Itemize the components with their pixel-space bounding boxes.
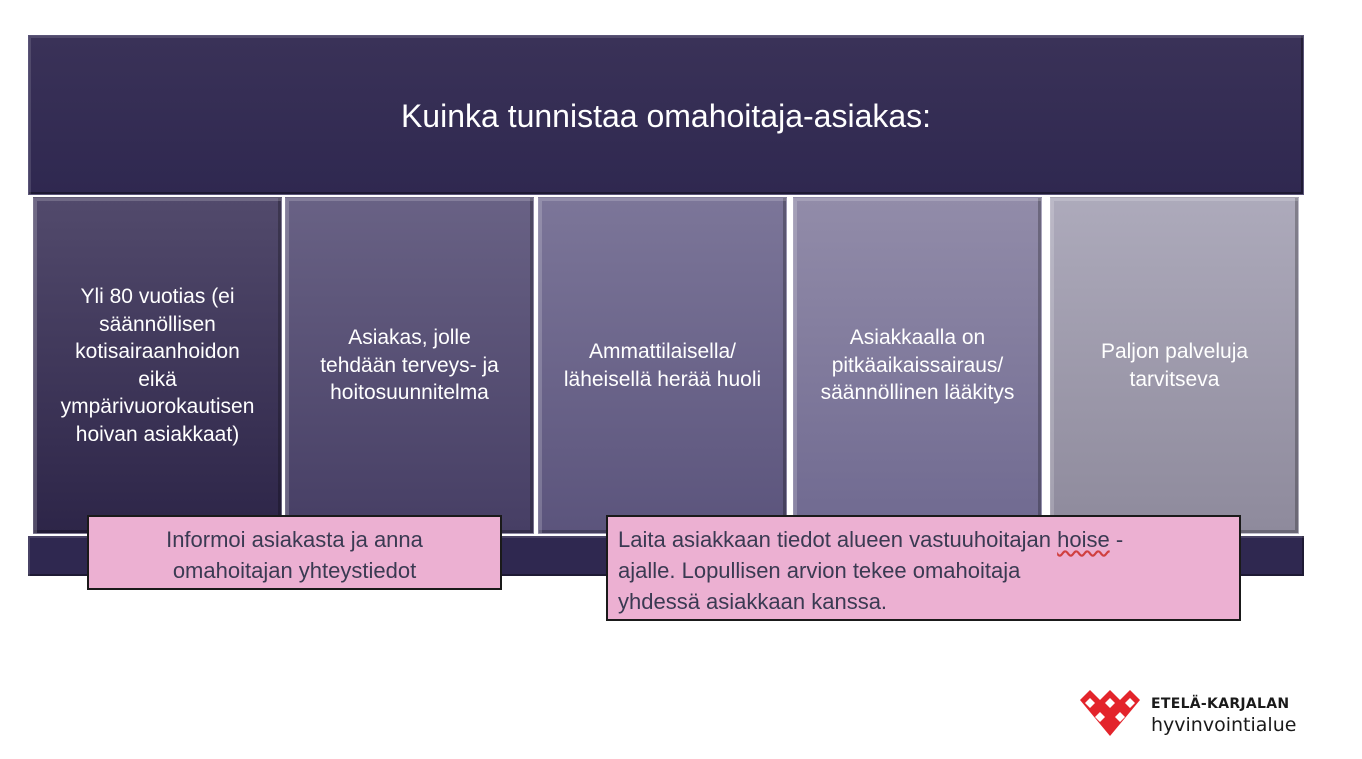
criterion-label-age: Yli 80 vuotias (ei säännöllisen kotisair… [60, 285, 255, 446]
criterion-label-many-services: Paljon palveluja tarvitseva [1100, 340, 1249, 391]
logo-text-region: ETELÄ-KARJALAN [1151, 696, 1290, 712]
diagram-title: Kuinka tunnistaa omahoitaja-asiakas: [400, 98, 932, 134]
callout-register-text-1: Laita asiakkaan tiedot alueen vastuuhoit… [618, 527, 1058, 552]
criterion-label-care-plan: Asiakas, jolle tehdään terveys- ja hoito… [320, 326, 499, 405]
criterion-box-care-plan: Asiakas, jolle tehdään terveys- ja hoito… [285, 197, 534, 534]
organization-logo: ETELÄ-KARJALAN hyvinvointialue [1078, 690, 1297, 740]
callout-inform-client: Informoi asiakasta ja anna omahoitajan y… [87, 515, 502, 590]
header-bar: Kuinka tunnistaa omahoitaja-asiakas: [28, 35, 1304, 195]
criterion-box-concern: Ammattilaisella/ läheisellä herää huoli [538, 197, 787, 534]
callout-register-marked-word: hoise [1057, 527, 1110, 552]
criterion-box-age: Yli 80 vuotias (ei säännöllisen kotisair… [33, 197, 282, 534]
logo-mark-icon [1080, 690, 1140, 736]
callout-register-text-2: - ajalle. Lopullisen arvion tekee omahoi… [618, 527, 1124, 614]
criterion-box-chronic-illness: Asiakkaalla on pitkäaikaissairaus/ säänn… [793, 197, 1042, 534]
callout-register-client: Laita asiakkaan tiedot alueen vastuuhoit… [606, 515, 1241, 621]
logo-text-welfare: hyvinvointialue [1151, 714, 1297, 736]
criterion-box-many-services: Paljon palveluja tarvitseva [1050, 197, 1299, 534]
criterion-label-chronic-illness: Asiakkaalla on pitkäaikaissairaus/ säänn… [820, 326, 1015, 405]
criterion-label-concern: Ammattilaisella/ läheisellä herää huoli [563, 340, 762, 391]
